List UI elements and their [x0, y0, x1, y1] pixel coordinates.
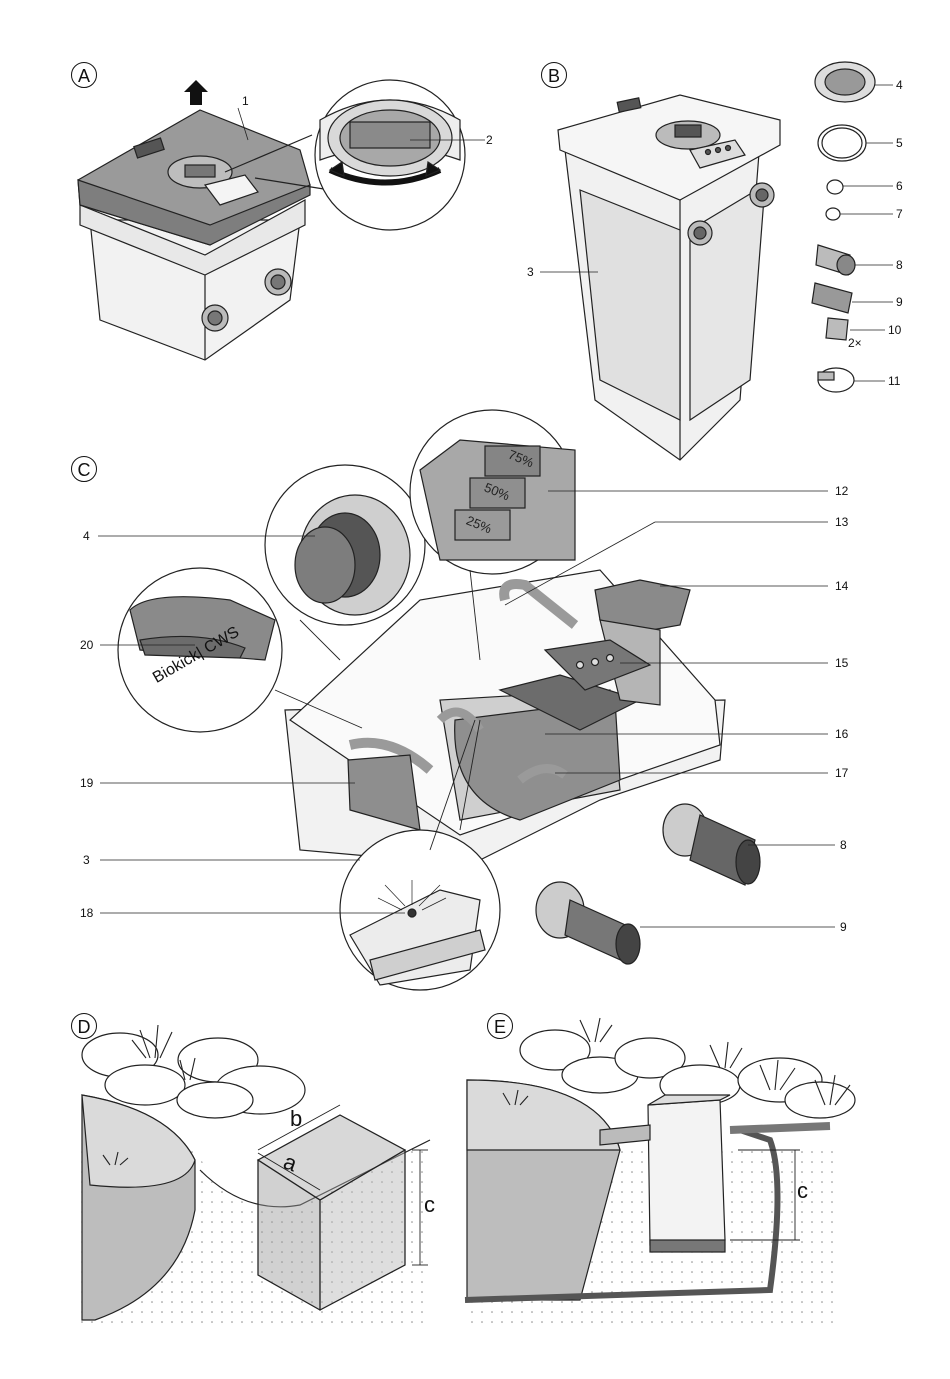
panel-label-d: D: [71, 1013, 97, 1039]
callout-8-c: 8: [840, 838, 847, 852]
dimension-c-d: c: [424, 1192, 435, 1218]
callout-10-quantity: 2×: [848, 336, 862, 350]
dimension-c-e: c: [797, 1178, 808, 1204]
callout-10: 10: [888, 323, 901, 337]
callout-9-b: 9: [896, 295, 903, 309]
panel-d-figure: [80, 1033, 430, 1325]
panel-label-b: B: [541, 62, 567, 88]
callout-5: 5: [896, 136, 903, 150]
callout-17: 17: [835, 766, 848, 780]
callout-4-b: 4: [896, 78, 903, 92]
callout-19: 19: [80, 776, 93, 790]
panel-label-a: A: [71, 62, 97, 88]
callout-11: 11: [888, 374, 900, 388]
callout-6: 6: [896, 179, 903, 193]
callout-15: 15: [835, 656, 848, 670]
callout-1: 1: [242, 94, 249, 108]
panel-a-figure: [78, 80, 465, 360]
panel-label-c: C: [71, 456, 97, 482]
callout-8-b: 8: [896, 258, 903, 272]
callout-14: 14: [835, 579, 848, 593]
callout-13: 13: [835, 515, 848, 529]
callout-4-c: 4: [83, 529, 90, 543]
callout-9-c: 9: [840, 920, 847, 934]
callout-2: 2: [486, 133, 493, 147]
callout-16: 16: [835, 727, 848, 741]
callout-12: 12: [835, 484, 848, 498]
panel-b-figure: [558, 95, 780, 460]
callout-7: 7: [896, 207, 903, 221]
panel-label-e: E: [487, 1013, 513, 1039]
callout-3-c: 3: [83, 853, 90, 867]
accessories-column: [812, 62, 875, 392]
callout-18: 18: [80, 906, 93, 920]
callout-20: 20: [80, 638, 93, 652]
callout-3-b: 3: [527, 265, 534, 279]
dimension-b: b: [290, 1106, 302, 1132]
